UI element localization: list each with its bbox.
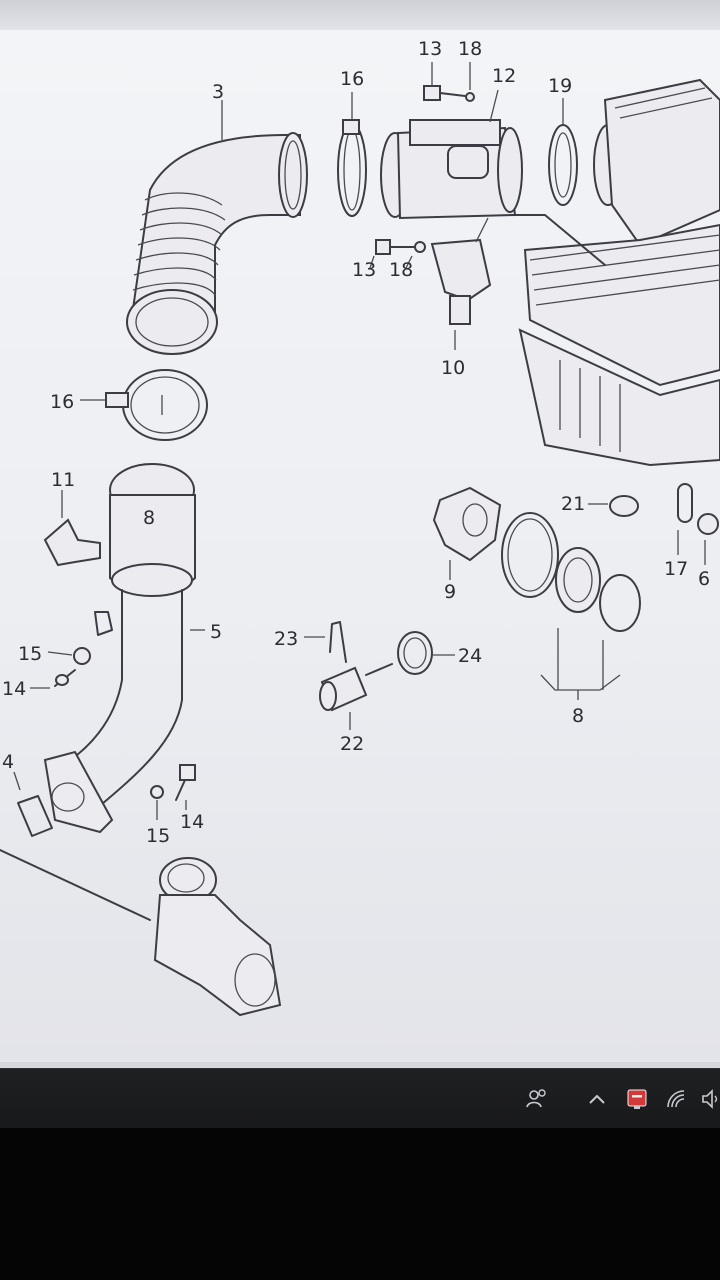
callout-14-lower: 14 (180, 811, 204, 833)
part-8-seal-set (501, 512, 641, 700)
callout-18-top: 18 (458, 38, 482, 60)
callout-19: 19 (548, 75, 572, 97)
callout-24: 24 (458, 645, 482, 667)
defender-icon[interactable] (626, 1087, 650, 1111)
part-13-screw-top (423, 62, 475, 102)
part-17-seal (677, 483, 693, 555)
part-24-seal (397, 631, 455, 675)
monitor-bezel (0, 1128, 720, 1280)
callout-6: 6 (698, 568, 710, 590)
callout-14-left: 14 (2, 678, 26, 700)
callout-17: 17 (664, 558, 688, 580)
part-12-air-mass-meter (380, 89, 523, 220)
callout-16-mid: 16 (50, 391, 74, 413)
callout-10: 10 (441, 357, 465, 379)
part-11-sensor (43, 490, 101, 567)
callout-13-top: 13 (418, 38, 442, 60)
air-filter-housing (509, 78, 720, 467)
part-19-seal-ring (548, 98, 578, 206)
callout-9: 9 (444, 581, 456, 603)
part-15-14-washer-bolt-left (30, 611, 113, 689)
turbocharger (0, 849, 282, 1017)
part-10-sensor (430, 217, 492, 350)
callout-15-lower: 15 (146, 825, 170, 847)
callout-22: 22 (340, 733, 364, 755)
callout-3: 3 (212, 81, 224, 103)
part-15-14-washer-bolt-lower (150, 764, 196, 820)
callout-23: 23 (274, 628, 298, 650)
monitor-screen: 3 16 13 18 12 19 13 18 10 16 11 8 5 15 1… (0, 0, 720, 1070)
window-top-strip (0, 0, 720, 30)
callout-8-pipe: 8 (143, 507, 155, 529)
part-16-hose-clamp-top (337, 92, 367, 217)
volume-icon[interactable] (700, 1087, 720, 1111)
callout-5: 5 (210, 621, 222, 643)
callout-21: 21 (561, 493, 585, 515)
callout-18-lower: 18 (389, 259, 413, 281)
part-21-grommet (588, 495, 639, 517)
part-9-bracket (432, 486, 502, 580)
exploded-parts-diagram: 3 16 13 18 12 19 13 18 10 16 11 8 5 15 1… (0, 38, 720, 1017)
callout-16-top: 16 (340, 68, 364, 90)
callout-11: 11 (51, 469, 75, 491)
chevron-up-icon[interactable] (586, 1087, 608, 1111)
part-22-temperature-sender (319, 663, 393, 730)
part-6-plug (697, 513, 719, 565)
callout-13-lower: 13 (352, 259, 376, 281)
part-23-clip (304, 621, 347, 663)
part-3-elbow-hose (126, 100, 308, 355)
people-icon[interactable] (524, 1087, 550, 1111)
part-5-intake-pipe (43, 463, 205, 834)
windows-taskbar (0, 1068, 720, 1129)
callout-4: 4 (2, 751, 14, 773)
part-16-hose-clamp-mid (80, 369, 208, 441)
part-13-screw-lower (369, 239, 426, 269)
callout-12: 12 (492, 65, 516, 87)
part-4-gasket (13, 771, 53, 837)
callout-8-group: 8 (572, 705, 584, 727)
callout-15-left: 15 (18, 643, 42, 665)
network-icon[interactable] (664, 1087, 688, 1111)
